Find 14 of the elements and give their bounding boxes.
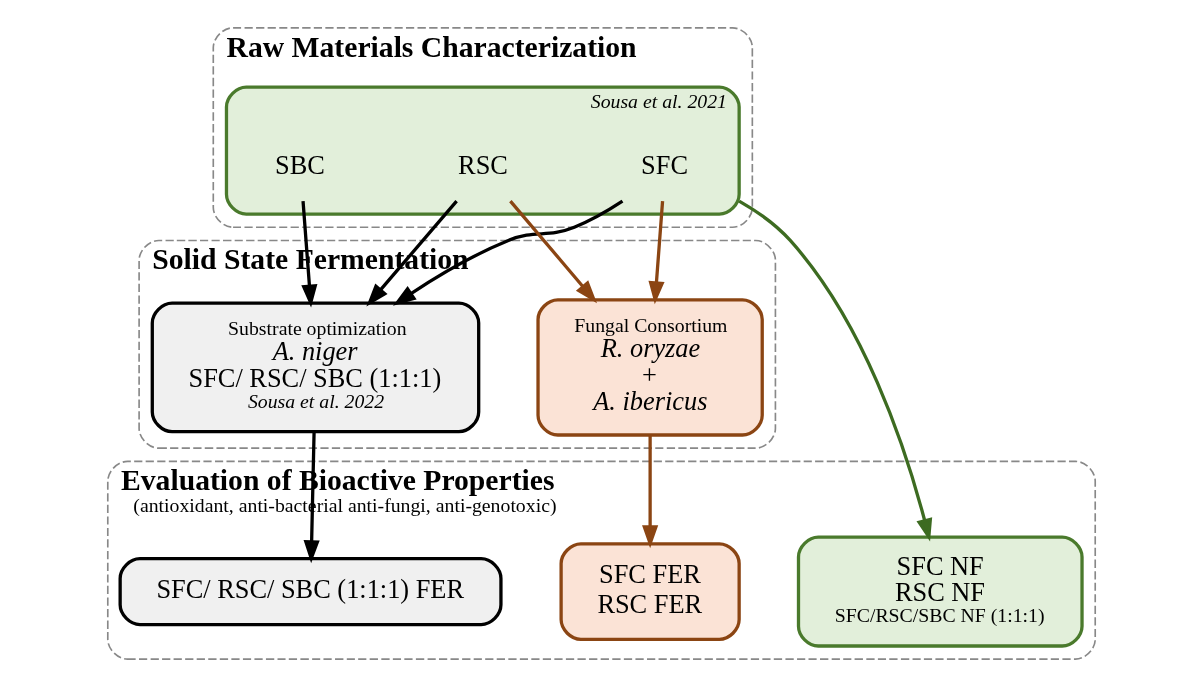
arrow bbox=[641, 435, 658, 549]
node-box: SFC NF RSC NF SFC/RSC/SBC NF (1:1:1) bbox=[796, 535, 1084, 648]
node-box: SFC/ RSC/ SBC (1:1:1) FER bbox=[118, 557, 503, 627]
node-box: Substrate optimization A. niger SFC/ RSC/ SBC (1:1:1) Sousa et al. 2022 bbox=[150, 301, 480, 434]
arrow bbox=[300, 200, 317, 308]
node-text: SFC bbox=[640, 151, 688, 181]
node-box: SFC FER RSC FER bbox=[558, 542, 741, 642]
node-box: Fungal Consortium R. oryzae + A. ibericus bbox=[535, 298, 764, 437]
node-text: RSC bbox=[457, 151, 508, 181]
arrow bbox=[737, 199, 932, 542]
arrow bbox=[303, 431, 320, 564]
arrow bbox=[392, 199, 623, 306]
node-text: SBC bbox=[274, 151, 325, 181]
arrow bbox=[647, 200, 665, 305]
